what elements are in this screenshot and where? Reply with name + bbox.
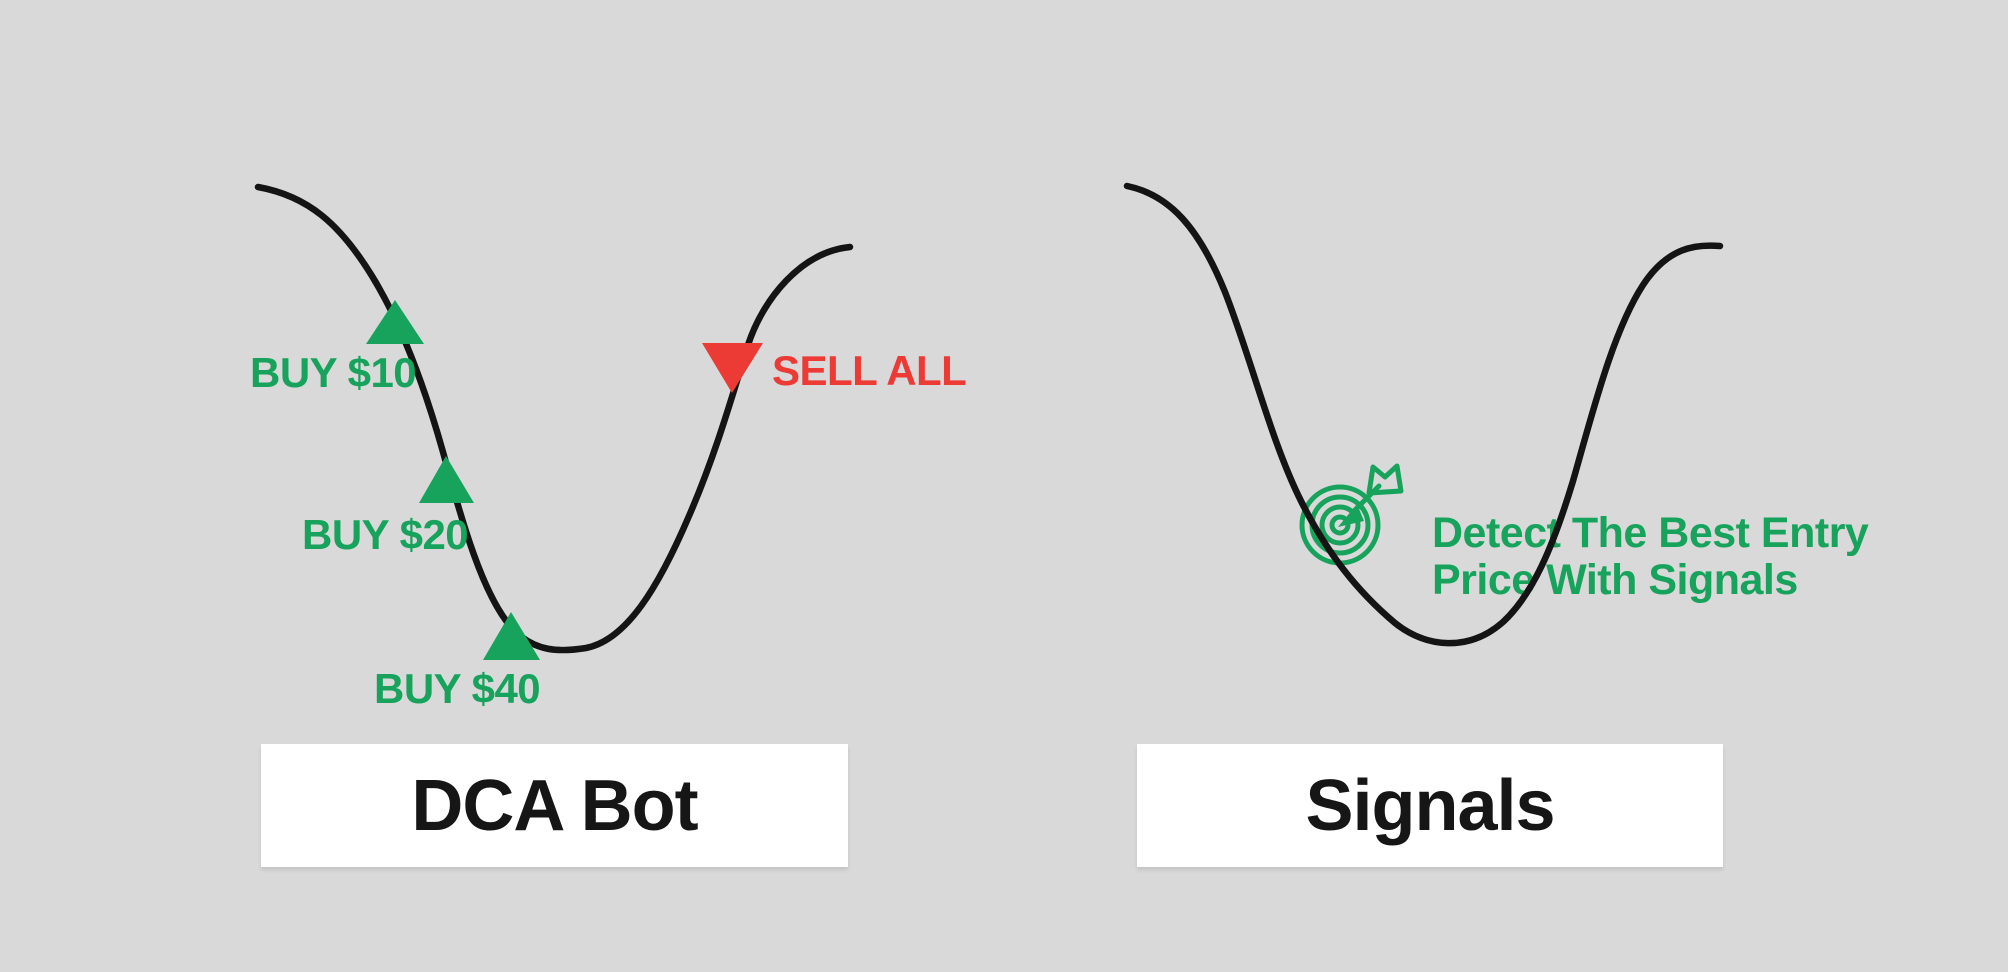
signals-title: Signals (1305, 765, 1555, 846)
dca-bot-title: DCA Bot (411, 765, 698, 846)
signals-callout-text: Detect The Best Entry Price With Signals (1432, 509, 1869, 604)
sell-all-label: SELL ALL (772, 347, 967, 394)
sell-all-marker-icon (702, 343, 763, 393)
buy-10-marker-icon (366, 300, 424, 344)
buy-40-marker-icon (483, 612, 540, 660)
signals-price-curve (1123, 182, 1724, 647)
target-dart-icon (1299, 463, 1404, 566)
buy-40-label: BUY $40 (374, 665, 541, 712)
callout-line-2: Price With Signals (1432, 556, 1798, 604)
buy-20-label: BUY $20 (302, 511, 469, 558)
buy-10-label: BUY $10 (250, 349, 417, 396)
dca-bot-label-box: DCA Bot (261, 744, 848, 867)
dca-price-curve (254, 183, 854, 654)
buy-20-marker-icon (419, 456, 474, 503)
signals-label-box: Signals (1137, 744, 1723, 867)
callout-line-1: Detect The Best Entry (1432, 509, 1869, 557)
